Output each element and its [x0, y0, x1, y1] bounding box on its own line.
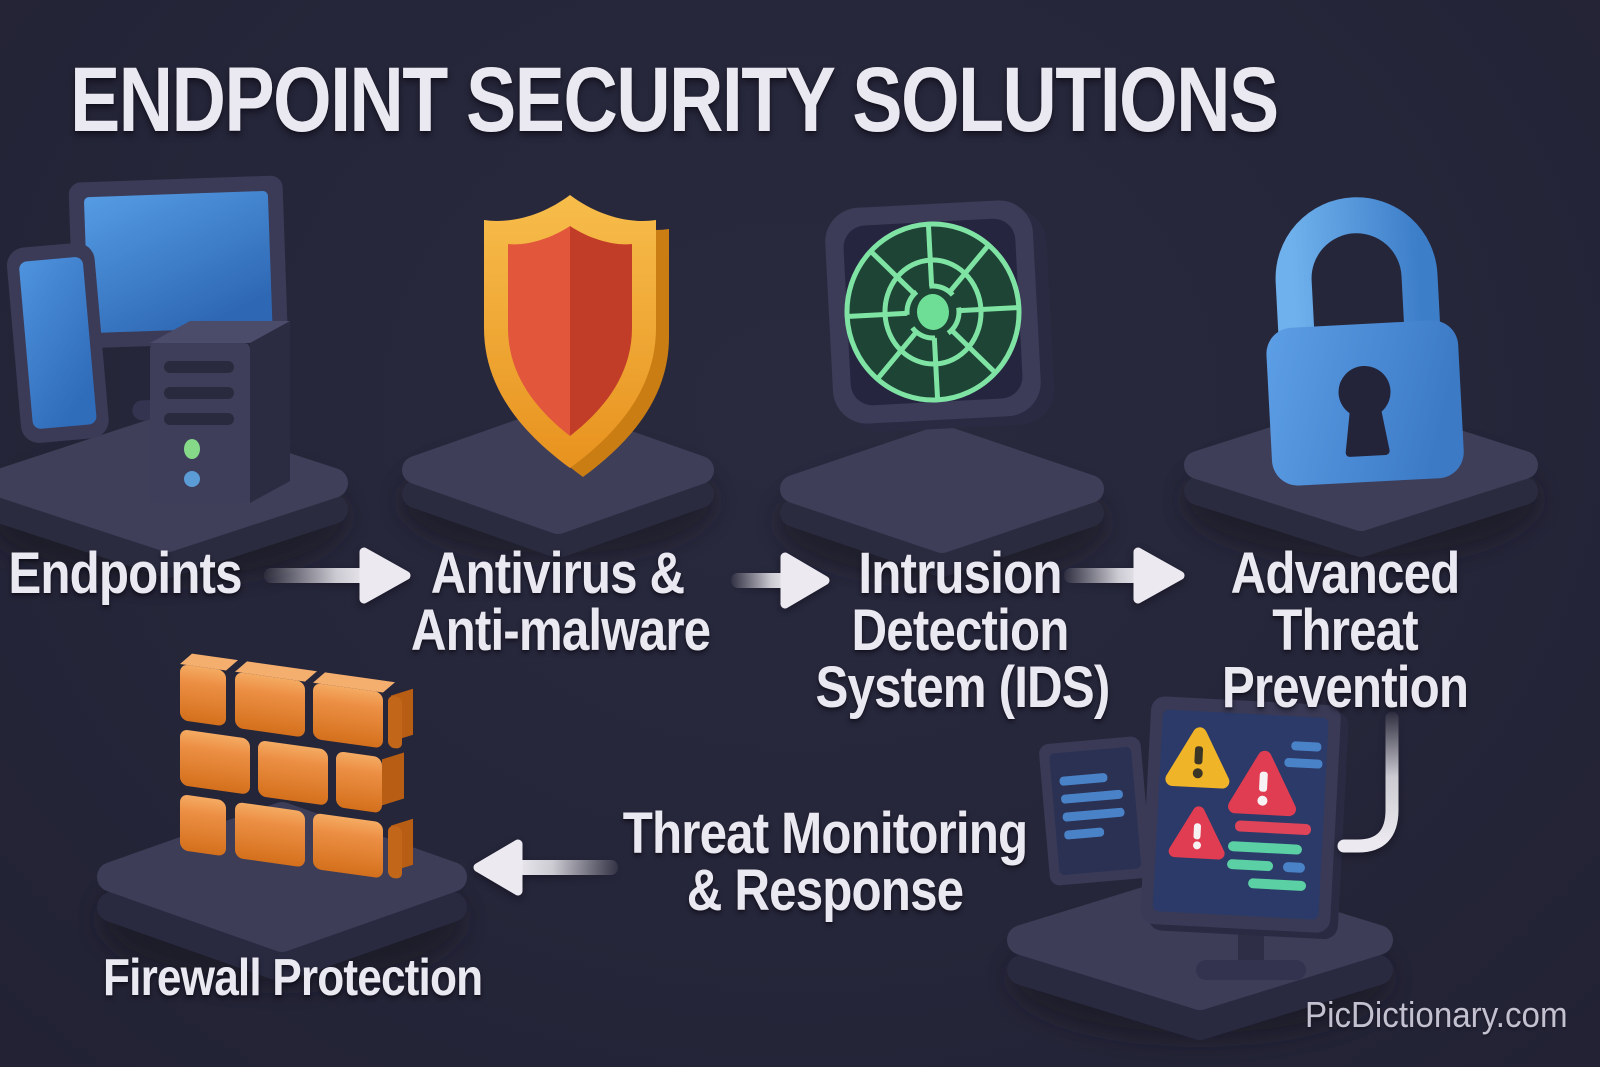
devices-icon [0, 175, 348, 583]
padlock [1266, 197, 1464, 486]
led-blue [184, 471, 200, 487]
padlock-icon [1183, 197, 1539, 562]
radar-icon [777, 200, 1107, 582]
arrow-right-icon [731, 552, 830, 609]
shield [484, 195, 669, 477]
monitor [68, 175, 288, 421]
label-line: System (IDS) [815, 655, 1111, 720]
brick-wall-icon [97, 653, 467, 986]
warning-triangle-yellow [1165, 727, 1230, 789]
label-line: Firewall Protection [103, 949, 483, 1007]
label-line: Intrusion [858, 541, 1062, 606]
shackle [1275, 197, 1442, 355]
warning-triangle-red-2 [1168, 806, 1225, 860]
page-title: ENDPOINT SECURITY SOLUTIONS [70, 49, 1279, 151]
monitor-screen [84, 191, 273, 334]
arrow-right-icon [1064, 547, 1185, 604]
platform-top [780, 425, 1104, 553]
watermark: PicDictionary.com [1305, 994, 1568, 1035]
advanced-threat-prevention-label: Advanced Threat Prevention [1205, 541, 1486, 720]
label-line: Advanced [1230, 541, 1461, 606]
shield-center [508, 226, 632, 436]
antivirus-antimalware-label: Antivirus & Anti-malware [410, 541, 711, 663]
radar-blip [916, 294, 950, 330]
radar-panel [825, 200, 1055, 432]
keyhole-stem [1345, 401, 1390, 457]
arrow-left-icon [473, 839, 618, 896]
secondary-monitor [1039, 736, 1152, 886]
led-green [184, 439, 200, 459]
label-line: Endpoints [8, 541, 242, 606]
threat-monitoring-response-label: Threat Monitoring & Response [613, 801, 1038, 923]
platform-top [402, 406, 714, 534]
phone [6, 242, 109, 443]
arrow-down-curve-icon [1337, 711, 1399, 853]
label-line: Prevention [1221, 655, 1469, 720]
label-line: Antivirus & [430, 541, 685, 606]
label-line: & Response [686, 858, 964, 923]
arrow-right-icon [264, 547, 411, 604]
phone-screen [19, 257, 97, 429]
label-line: Anti-malware [410, 598, 711, 663]
alert-monitors-icon [1007, 696, 1393, 1040]
label-line: Threat [1272, 598, 1418, 663]
firewall-protection-label: Firewall Protection [103, 949, 483, 1007]
pc-tower [150, 321, 290, 503]
label-line: Threat Monitoring [622, 801, 1028, 866]
alert-monitor [1140, 696, 1349, 940]
warning-triangle-red-1 [1228, 750, 1297, 817]
endpoints-label: Endpoints [6, 541, 244, 606]
label-line: Detection [851, 598, 1070, 663]
brick-wall [180, 653, 413, 879]
shield-icon [400, 195, 716, 560]
intrusion-detection-system-label: Intrusion Detection System (IDS) [815, 541, 1111, 720]
